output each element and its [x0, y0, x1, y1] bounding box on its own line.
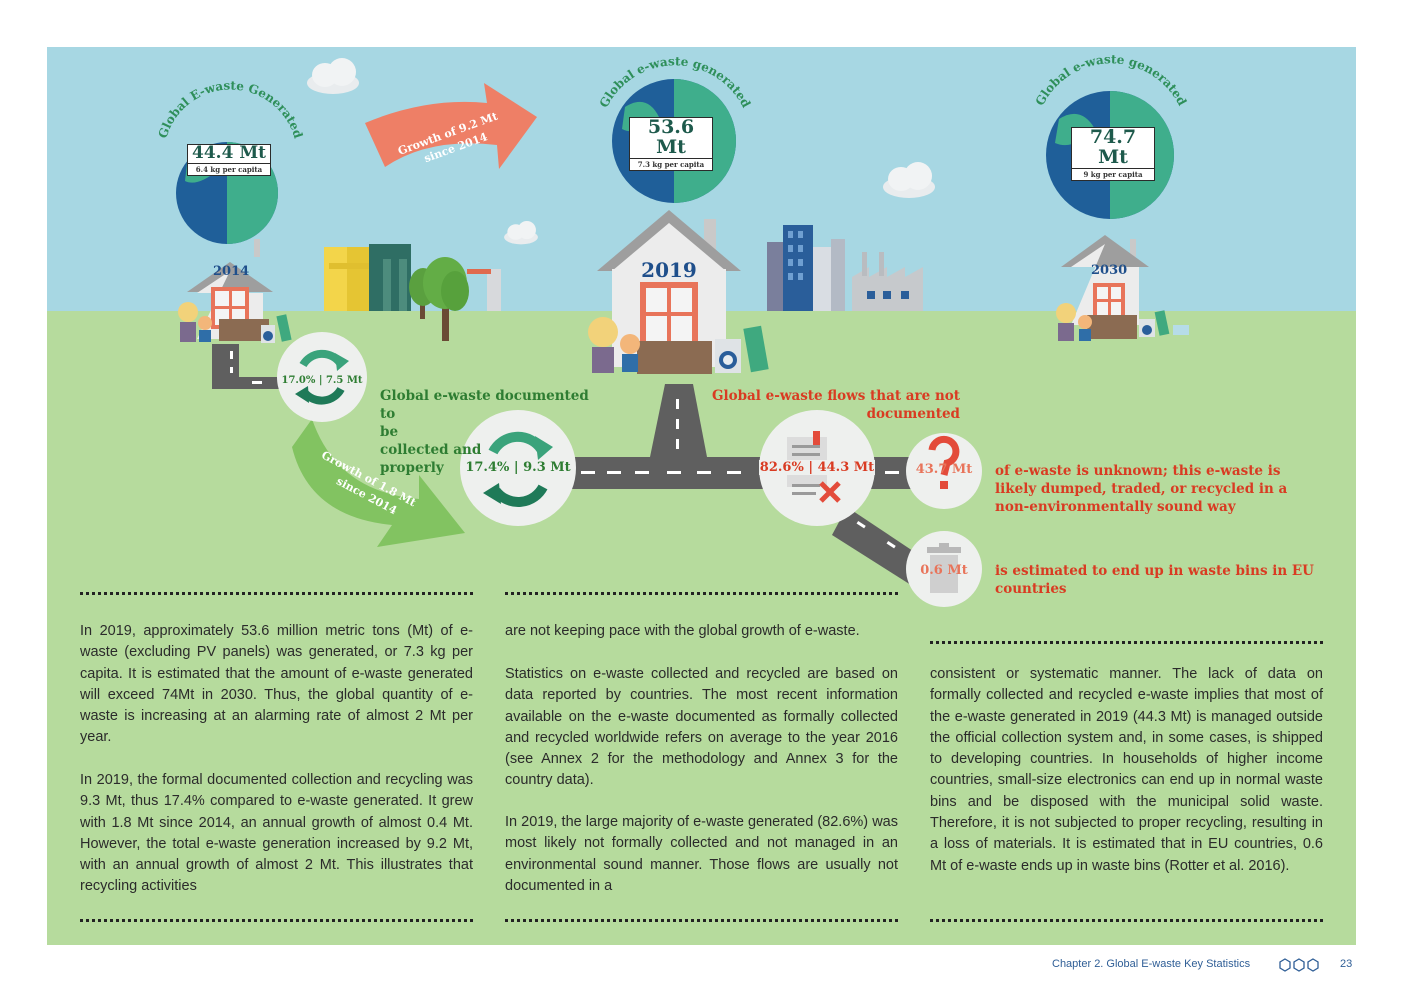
- col1-paragraph-2: In 2019, the formal documented collectio…: [80, 772, 473, 895]
- documented-label-line1: Global e-waste documented to: [380, 388, 589, 422]
- unknown-description: of e-waste is unknown; this e-waste is l…: [995, 462, 1325, 516]
- not-documented-label-line2: documented: [866, 406, 960, 422]
- e-waste-pile: [261, 310, 1189, 373]
- cloud-icon: [883, 162, 935, 198]
- generated-value-2030: 74.7 Mt: [1089, 126, 1137, 168]
- globe-icon-2030: [1046, 91, 1174, 219]
- documented-label-line2: be: [380, 424, 399, 440]
- col1-paragraph-1: In 2019, approximately 53.6 million metr…: [80, 623, 473, 746]
- hexagons-icon: [1279, 958, 1319, 972]
- cloud-icon: [504, 220, 538, 245]
- infographic-panel: Global E-waste Generated Global e-waste …: [47, 47, 1356, 945]
- separator-col1-bottom: [80, 919, 473, 922]
- waste-bin-value: 0.6 Mt: [920, 563, 968, 578]
- waste-bin-description-line1: is estimated to end up in waste bins in …: [995, 563, 1314, 579]
- growth-arrow-bottom-icon: [292, 419, 465, 547]
- col2-paragraph-1: are not keeping pace with the global gro…: [505, 623, 860, 639]
- growth-arrow-top-icon: [365, 83, 537, 169]
- separator-col3-bottom: [930, 919, 1323, 922]
- separator-col2-top: [505, 592, 898, 595]
- footer-chapter: Chapter 2. Global E-waste Key Statistics: [1052, 958, 1251, 970]
- year-label-2014: 2014: [213, 264, 250, 279]
- year-label-2030: 2030: [1091, 263, 1128, 278]
- generated-box-2019: 53.6 Mt 7.3 kg per capita: [629, 117, 713, 171]
- fence: [219, 315, 1137, 374]
- arc-title-2014: Global E-waste Generated: [156, 78, 306, 140]
- not-documented-label-line1: Global e-waste flows that are not: [711, 388, 960, 404]
- grass-background: [47, 311, 1356, 945]
- family-icon: [178, 302, 1092, 373]
- documented-label: Global e-waste documented to be collecte…: [380, 387, 600, 477]
- page-number: 23: [1340, 958, 1353, 970]
- col2-paragraph-2: Statistics on e-waste collected and recy…: [505, 666, 898, 789]
- per-capita-2030: 9 kg per capita: [1072, 167, 1154, 180]
- trash-bin-circle: [906, 531, 982, 607]
- year-label-2019: 2019: [641, 258, 697, 282]
- cloud-icon: [307, 58, 359, 94]
- per-capita-2014: 6.4 kg per capita: [188, 162, 270, 175]
- waste-bin-description: is estimated to end up in waste bins in …: [995, 562, 1325, 598]
- generated-box-2030: 74.7 Mt 9 kg per capita: [1071, 127, 1155, 181]
- documented-label-line3: collected and: [380, 442, 482, 458]
- not-documented-label: Global e-waste flows that are not docume…: [702, 387, 960, 423]
- waste-bin-description-line2: countries: [995, 581, 1067, 597]
- tree-icon: [409, 257, 469, 341]
- separator-col1-top: [80, 592, 473, 595]
- col3-paragraph-1: consistent or systematic manner. The lac…: [930, 666, 1323, 874]
- generated-value-2014: 44.4 Mt: [192, 143, 266, 163]
- not-documented-value: 82.6% | 44.3 Mt: [759, 460, 875, 475]
- unknown-description-line1: of e-waste is unknown; this e-waste is: [995, 463, 1281, 479]
- generated-value-2019: 53.6 Mt: [647, 116, 695, 158]
- unknown-description-line3: non-environmentally sound way: [995, 499, 1236, 515]
- documented-label-line4: properly: [380, 460, 444, 476]
- separator-col2-bottom: [505, 919, 898, 922]
- generated-box-2014: 44.4 Mt 6.4 kg per capita: [187, 144, 271, 176]
- unknown-description-line2: likely dumped, traded, or recycled in a: [995, 481, 1288, 497]
- city-buildings-left: [324, 244, 501, 311]
- documented-value-2019: 17.4% | 9.3 Mt: [461, 460, 575, 475]
- city-buildings-right: [767, 225, 923, 311]
- col2-paragraph-3: In 2019, the large majority of e-waste g…: [505, 814, 898, 894]
- per-capita-2019: 7.3 kg per capita: [630, 157, 712, 170]
- separator-col3-top: [930, 641, 1323, 644]
- question-mark-circle: [906, 433, 982, 509]
- documented-value-2014: 17.0% | 7.5 Mt: [279, 375, 365, 386]
- unknown-value: 43.7 Mt: [915, 462, 973, 477]
- house-icon-2030: [1061, 235, 1149, 325]
